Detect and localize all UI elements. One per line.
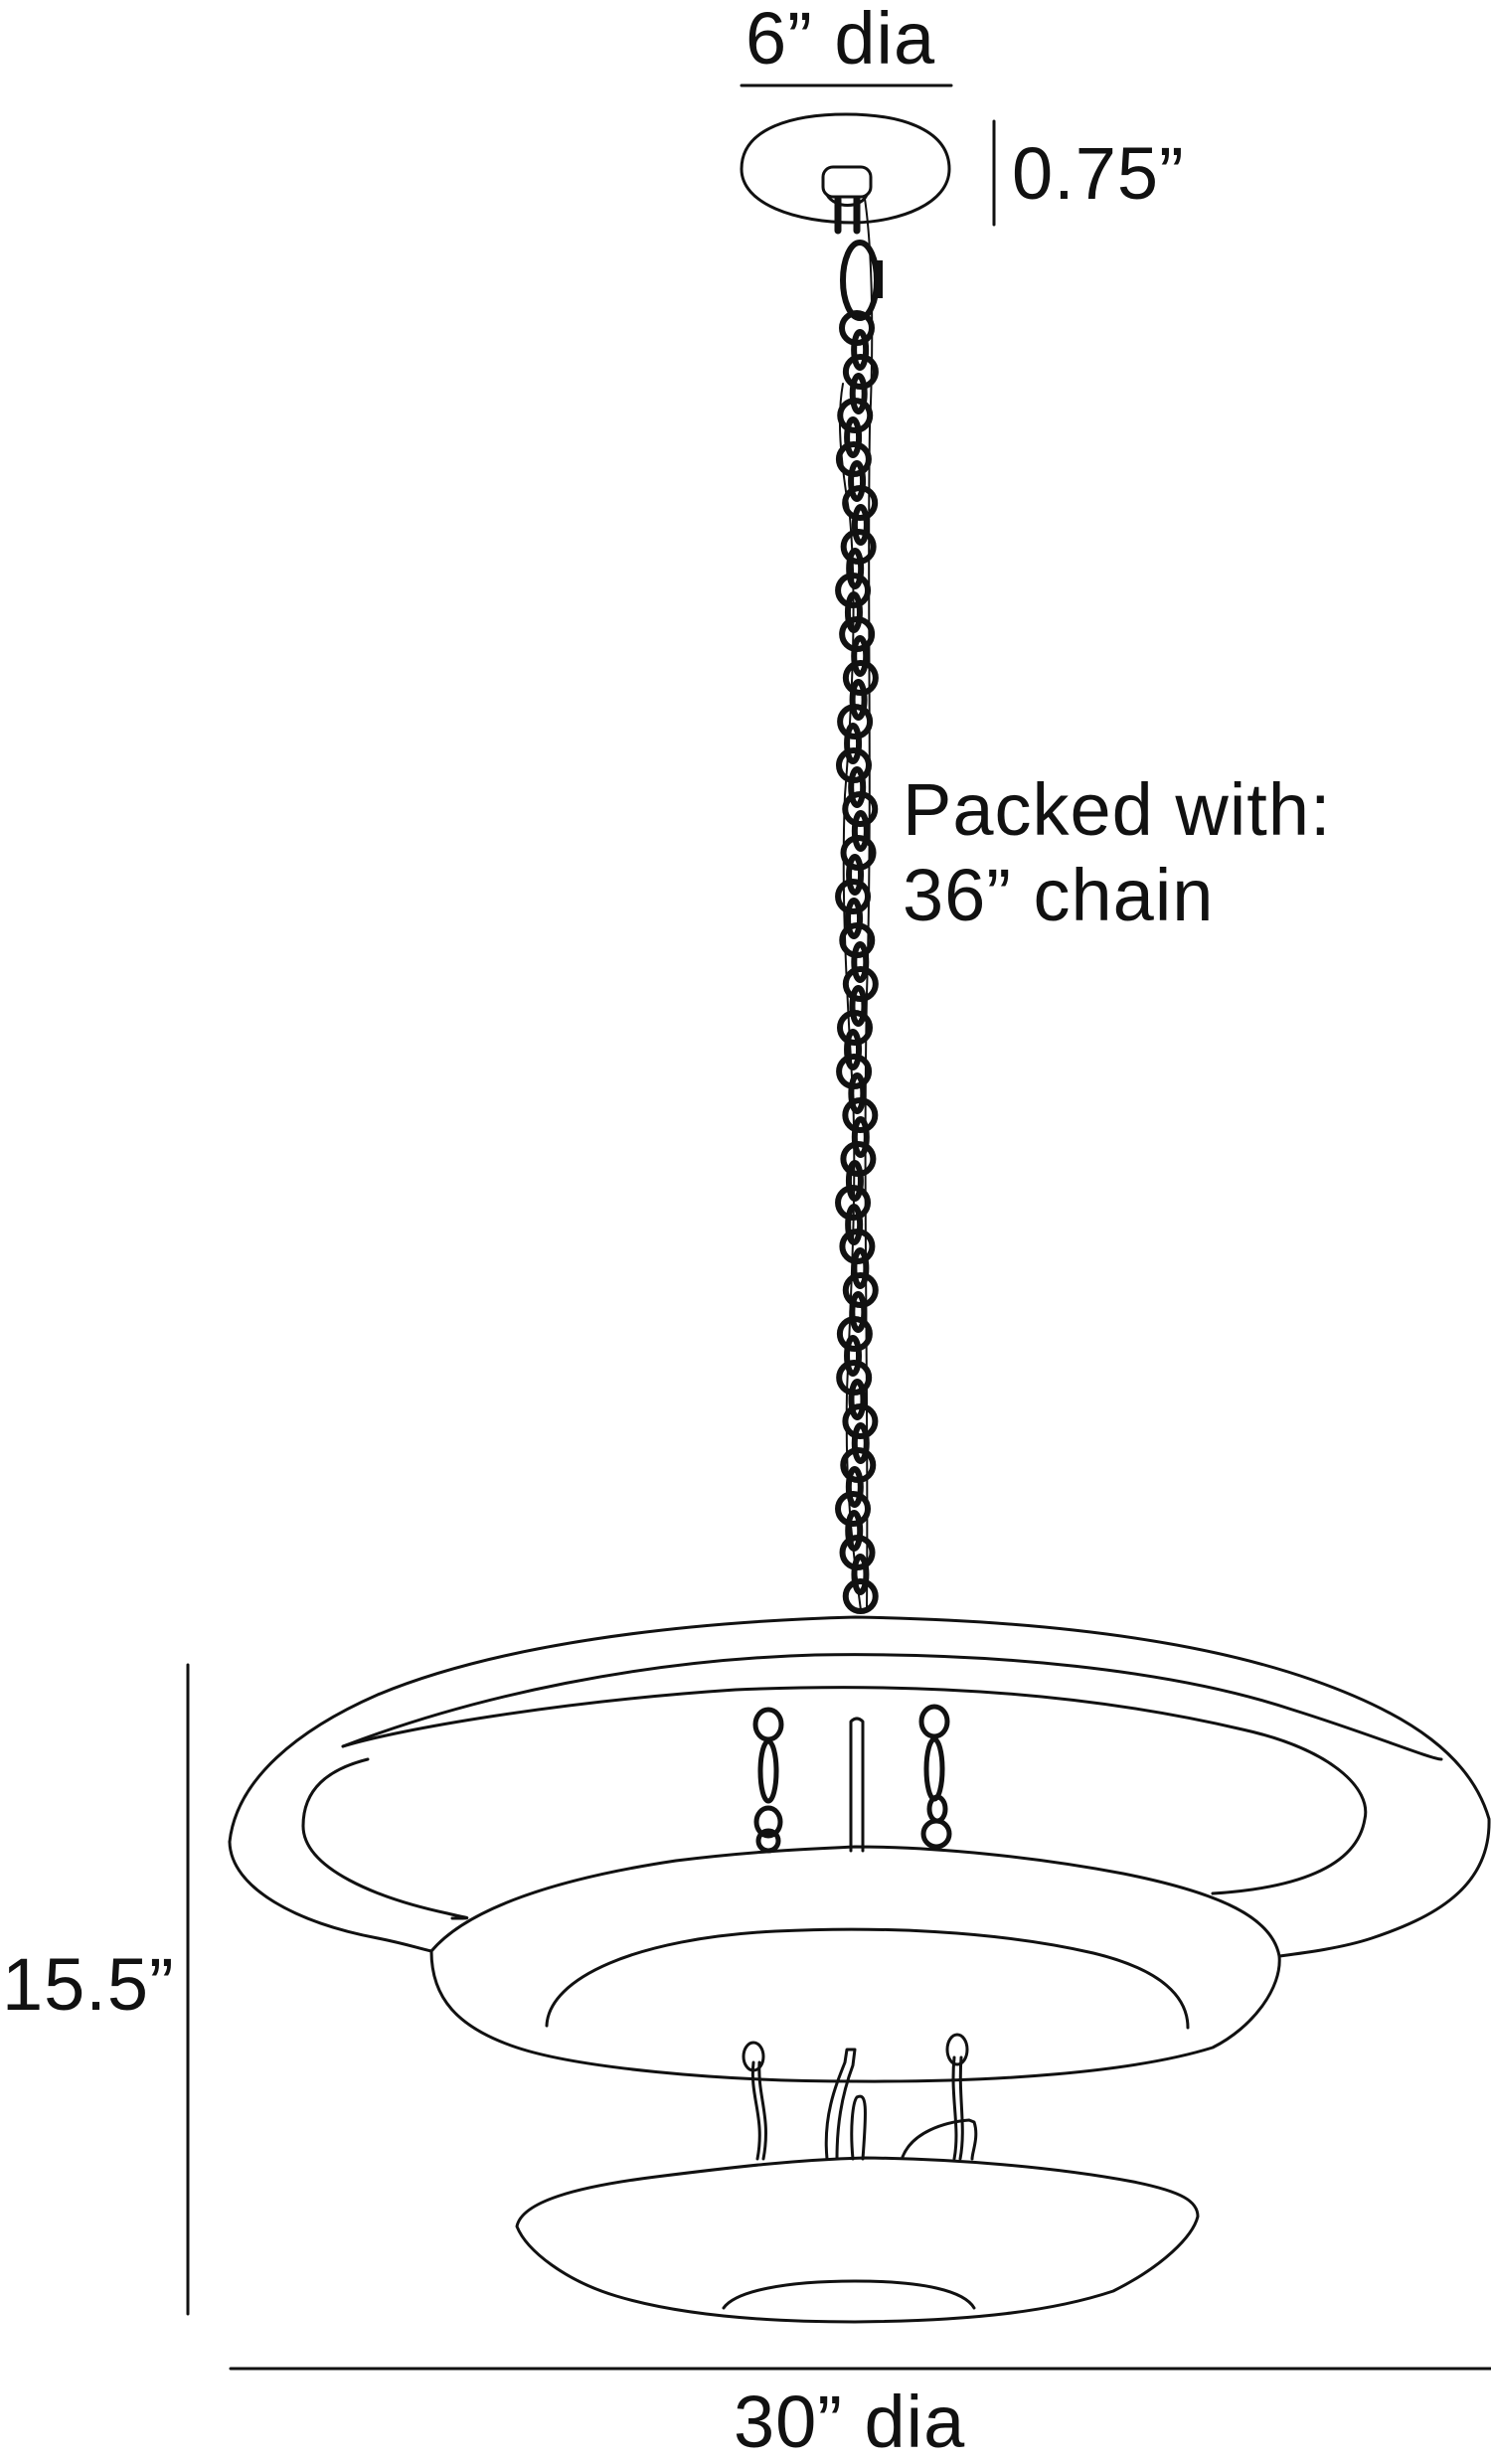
- chain-links: [835, 310, 879, 1614]
- packed-with-line2: 36” chain: [903, 854, 1215, 936]
- bottom-shade: [515, 2156, 1200, 2324]
- overall-height-label: 15.5”: [2, 1943, 175, 2026]
- middle-shade: [429, 1845, 1281, 2083]
- packed-with-line1: Packed with:: [903, 768, 1332, 851]
- packed-with-note: Packed with: 36” chain: [903, 767, 1332, 938]
- outer-shade: [228, 1615, 1491, 1958]
- canopy-diameter-label: 6” dia: [746, 0, 936, 80]
- lower-hangers: [742, 2033, 978, 2161]
- canopy-icon: [740, 112, 951, 235]
- overall-diameter-label: 30” dia: [734, 2381, 966, 2463]
- inner-chains: [752, 1704, 952, 1854]
- canopy-height-label: 0.75”: [1012, 132, 1185, 215]
